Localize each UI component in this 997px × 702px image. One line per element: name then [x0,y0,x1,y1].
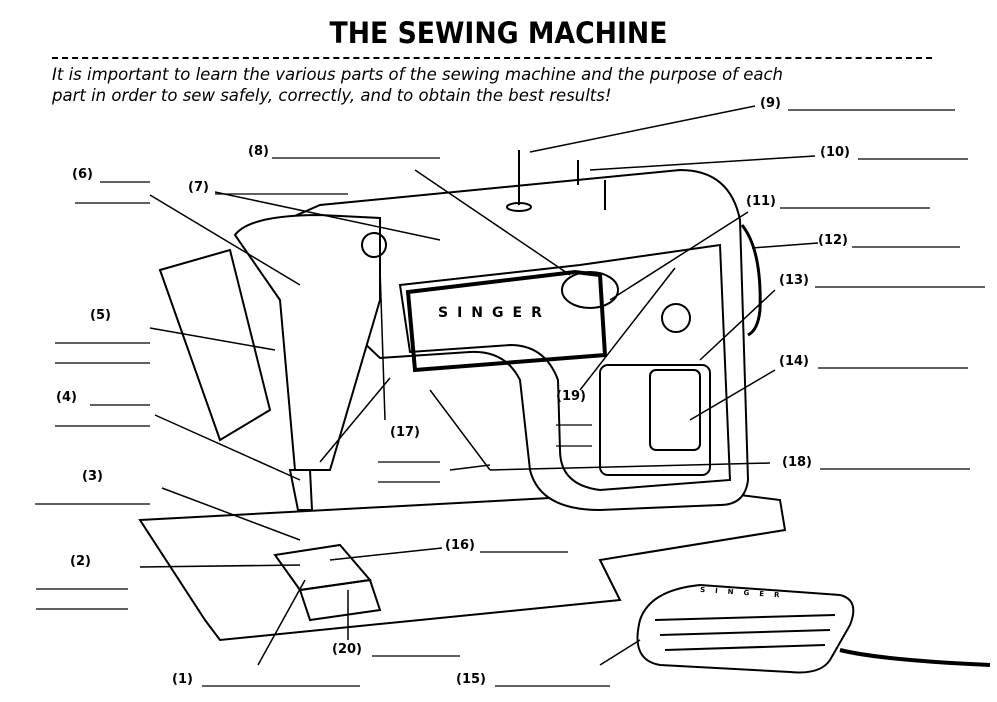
label-17: (17) [390,425,420,440]
label-2: (2) [70,554,91,569]
intro-line-1: It is important to learn the various par… [52,65,784,84]
tension-dial [561,271,619,309]
logo-badge [661,303,691,333]
side-cover [158,248,272,442]
handwheel [740,224,762,337]
foot-pedal [636,583,855,674]
front-panel [398,243,732,492]
label-12: (12) [818,233,848,248]
label-20: (20) [332,642,362,657]
label-1: (1) [172,672,193,687]
machine-head [233,213,381,471]
label-3: (3) [82,469,103,484]
intro-line-2: part in order to sew safely, correctly, … [52,86,612,105]
brand-logo: SINGER [438,305,551,321]
label-13: (13) [779,273,809,288]
label-15: (15) [456,672,486,687]
label-7: (7) [188,180,209,195]
label-18: (18) [782,455,812,470]
dashed-divider [52,57,932,59]
intro-text: It is important to learn the various par… [52,64,783,106]
label-11: (11) [746,194,776,209]
label-9: (9) [760,96,781,111]
label-14: (14) [779,354,809,369]
label-19: (19) [556,389,586,404]
label-6: (6) [72,167,93,182]
label-8: (8) [248,144,269,159]
page-title: THE SEWING MACHINE [329,16,668,50]
label-4: (4) [56,390,77,405]
label-5: (5) [90,308,111,323]
label-16: (16) [445,538,475,553]
label-10: (10) [820,145,850,160]
